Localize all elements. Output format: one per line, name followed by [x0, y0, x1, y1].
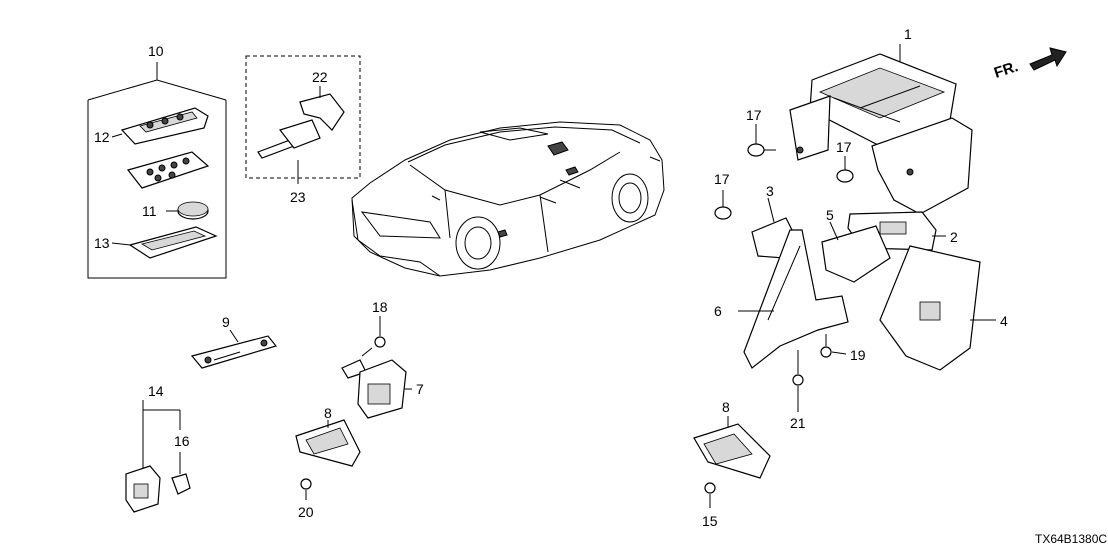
part-11-battery — [166, 201, 209, 220]
callout-7: 7 — [416, 381, 424, 397]
callout-11: 11 — [142, 203, 157, 219]
part-4-module — [879, 245, 996, 371]
part-keyfob-button-pad — [126, 151, 210, 189]
callout-8-right: 8 — [722, 399, 730, 415]
key-group-box — [245, 55, 361, 179]
part-5-module — [821, 221, 891, 283]
part-8-antenna-left — [295, 419, 361, 467]
callout-6: 6 — [714, 303, 722, 319]
diagram-code: TX64B1380C — [1035, 532, 1107, 546]
callout-12: 12 — [94, 129, 110, 145]
part-14-16-bracket — [142, 400, 181, 474]
callout-10: 10 — [148, 43, 164, 59]
part-14-switch — [125, 465, 161, 513]
callout-5: 5 — [826, 207, 834, 223]
front-direction-label: FR. — [992, 58, 1020, 82]
part-18-bolt — [361, 316, 386, 357]
part-13-keyfob-cover — [111, 226, 218, 259]
part-6-bracket — [738, 229, 849, 369]
vehicle-outline-icon — [351, 121, 665, 277]
front-direction-arrow-icon: FR. — [992, 47, 1067, 82]
callout-16: 16 — [174, 433, 190, 449]
part-20-bolt — [300, 478, 312, 500]
callout-17a: 17 — [746, 107, 762, 123]
part-16-cap — [171, 473, 191, 495]
callout-1: 1 — [904, 26, 912, 42]
part-7-control-unit — [341, 359, 412, 419]
part-12-keyfob-shell — [111, 107, 209, 145]
callout-15: 15 — [702, 513, 718, 529]
keyfob-group-bracket — [87, 62, 227, 279]
callout-2: 2 — [950, 229, 958, 245]
callout-19: 19 — [850, 347, 866, 363]
callout-14: 14 — [148, 383, 164, 399]
callout-17b: 17 — [836, 139, 852, 155]
callout-3: 3 — [766, 183, 774, 199]
callout-22: 22 — [312, 69, 328, 85]
callout-4: 4 — [1000, 313, 1008, 329]
part-9-antenna — [190, 329, 278, 369]
part-8-antenna-right — [693, 416, 771, 479]
callout-9: 9 — [222, 314, 230, 330]
callout-18: 18 — [372, 299, 388, 315]
part-15-bolt — [704, 482, 716, 508]
part-17-clip-a — [747, 124, 776, 157]
callout-21: 21 — [790, 415, 806, 431]
part-1-main-unit — [789, 44, 973, 215]
part-17-clip-c — [714, 190, 732, 220]
callout-17c: 17 — [714, 171, 730, 187]
part-23-blade-key — [257, 119, 321, 184]
callout-13: 13 — [94, 235, 110, 251]
part-21-bolt — [792, 350, 804, 412]
part-22-key-cover — [299, 86, 345, 131]
callout-20: 20 — [298, 504, 314, 520]
part-17-clip-b — [836, 156, 854, 183]
callout-23: 23 — [290, 189, 306, 205]
part-19-bolt — [820, 334, 847, 358]
callout-8-left: 8 — [324, 405, 332, 421]
